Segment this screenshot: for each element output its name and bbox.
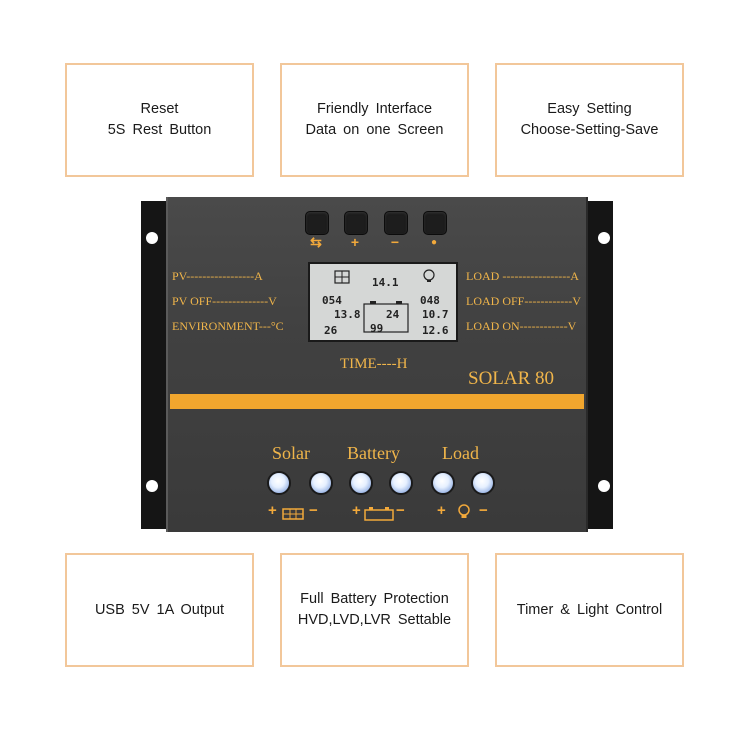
feature-desc: Data on one Screen bbox=[305, 122, 444, 138]
lcd-right-c: 12.6 bbox=[422, 324, 449, 337]
minus-icon: − bbox=[390, 234, 400, 250]
feature-title: Reset bbox=[140, 101, 179, 117]
mount-hole bbox=[598, 232, 610, 244]
lcd-left-c: 26 bbox=[324, 324, 338, 337]
lcd-center-a: 24 bbox=[386, 308, 400, 321]
lcd-right-b: 10.7 bbox=[422, 308, 449, 321]
feature-title: Easy Setting bbox=[547, 101, 632, 117]
battery-negative-terminal[interactable] bbox=[389, 471, 413, 495]
lcd-top-value: 14.1 bbox=[372, 276, 399, 289]
model-name: SOLAR 80 bbox=[468, 368, 555, 389]
battery-minus-sign: − bbox=[396, 502, 405, 519]
drop-icon: ● bbox=[430, 237, 438, 248]
lcd-left-b: 13.8 bbox=[334, 308, 361, 321]
lcd-left-a: 054 bbox=[322, 294, 342, 307]
right-mounting-flange bbox=[586, 201, 613, 529]
feature-card-usb: USB 5V 1A Output bbox=[65, 553, 254, 667]
load-plus-sign: + bbox=[437, 502, 446, 519]
label-pv-off: PV OFF--------------V bbox=[172, 294, 277, 308]
battery-icon bbox=[363, 301, 409, 333]
feature-card-timer: Timer & Light Control bbox=[495, 553, 684, 667]
label-pv-current: PV-----------------A bbox=[172, 269, 263, 283]
mount-hole bbox=[598, 480, 610, 492]
key-set[interactable] bbox=[423, 211, 447, 235]
battery-plus-sign: + bbox=[352, 502, 361, 519]
lcd-right-a: 048 bbox=[420, 294, 440, 307]
group-label-load: Load bbox=[442, 443, 479, 463]
feature-title: Friendly Interface bbox=[316, 101, 433, 117]
feature-desc: Choose-Setting-Save bbox=[520, 122, 659, 138]
label-load-current: LOAD -----------------A bbox=[466, 269, 579, 283]
solar-negative-terminal[interactable] bbox=[309, 471, 333, 495]
bulb-icon bbox=[423, 269, 435, 282]
plus-icon: + bbox=[350, 234, 360, 250]
solar-panel-icon bbox=[282, 508, 304, 520]
mount-hole bbox=[146, 480, 158, 492]
accent-stripe bbox=[170, 394, 584, 409]
feature-title: Timer & Light Control bbox=[516, 601, 663, 618]
battery-icon bbox=[364, 507, 394, 521]
load-minus-sign: − bbox=[479, 502, 488, 519]
lcd-display: 14.1 054 13.8 26 24 99 048 10.7 12.6 bbox=[308, 262, 458, 342]
feature-card-protection: Full Battery Protection HVD,LVD,LVR Sett… bbox=[280, 553, 469, 667]
group-label-battery: Battery bbox=[347, 443, 400, 463]
left-mounting-flange bbox=[141, 201, 168, 529]
feature-title: Full Battery Protection bbox=[300, 591, 449, 607]
label-environment: ENVIRONMENT---°C bbox=[172, 319, 284, 333]
feature-card-interface: Friendly Interface Data on one Screen bbox=[280, 63, 469, 177]
lcd-center-b: 99 bbox=[370, 322, 384, 335]
switch-icon: ⇆ bbox=[310, 234, 322, 250]
solar-panel-icon bbox=[334, 270, 350, 284]
feature-desc: HVD,LVD,LVR Settable bbox=[297, 612, 452, 628]
time-label: TIME----H bbox=[340, 356, 408, 372]
load-negative-terminal[interactable] bbox=[471, 471, 495, 495]
feature-desc: 5S Rest Button bbox=[107, 122, 212, 138]
label-load-off: LOAD OFF------------V bbox=[466, 294, 581, 308]
mount-hole bbox=[146, 232, 158, 244]
bulb-icon bbox=[458, 504, 470, 518]
key-plus[interactable] bbox=[344, 211, 368, 235]
load-positive-terminal[interactable] bbox=[431, 471, 455, 495]
feature-card-reset: Reset 5S Rest Button bbox=[65, 63, 254, 177]
label-load-on: LOAD ON------------V bbox=[466, 319, 577, 333]
key-minus[interactable] bbox=[384, 211, 408, 235]
key-switch[interactable] bbox=[305, 211, 329, 235]
feature-card-setting: Easy Setting Choose-Setting-Save bbox=[495, 63, 684, 177]
feature-title: USB 5V 1A Output bbox=[94, 601, 225, 618]
group-label-solar: Solar bbox=[272, 443, 310, 463]
controller-panel bbox=[166, 197, 588, 532]
battery-positive-terminal[interactable] bbox=[349, 471, 373, 495]
solar-plus-sign: + bbox=[268, 502, 277, 519]
solar-minus-sign: − bbox=[309, 502, 318, 519]
solar-positive-terminal[interactable] bbox=[267, 471, 291, 495]
